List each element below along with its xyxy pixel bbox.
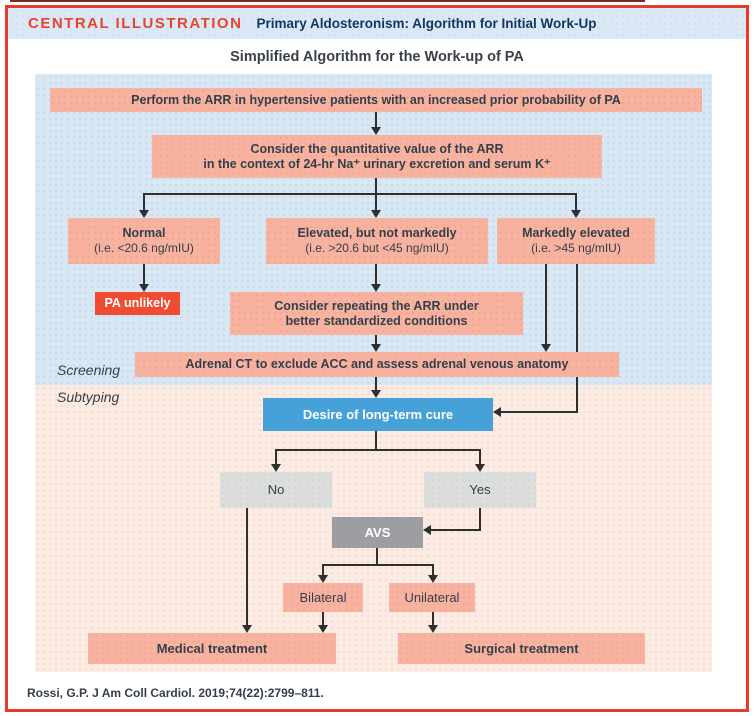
arrowhead-normal (139, 210, 149, 218)
connector-bilateral-to-medical (322, 612, 324, 625)
node-normal: Normal (i.e. <20.6 ng/mIU) (68, 218, 220, 264)
arrowhead-repeating (371, 284, 381, 292)
node-no: No (220, 472, 332, 508)
connector-no-to-medical (246, 508, 248, 625)
subtyping-section-label: Subtyping (57, 389, 120, 405)
connector-normal-to-pa-unlikely (143, 264, 145, 284)
arrowhead-yes (475, 464, 485, 472)
node-avs: AVS (332, 517, 423, 548)
node-adrenal-ct: Adrenal CT to exclude ACC and assess adr… (135, 352, 619, 377)
connector-to-unilateral (432, 565, 434, 575)
citation: Rossi, G.P. J Am Coll Cardiol. 2019;74(2… (27, 686, 324, 700)
node-surgical-treatment: Surgical treatment (398, 633, 645, 664)
connector-elevated-to-repeating (375, 264, 377, 284)
figure-title: Primary Aldosteronism: Algorithm for Ini… (256, 16, 597, 31)
node-elevated: Elevated, but not markedly (i.e. >20.6 b… (266, 218, 488, 264)
connector-yes-vertical (479, 508, 481, 531)
node-unilateral: Unilateral (389, 583, 475, 612)
arrowhead-bilateral (318, 575, 328, 583)
arrowhead-medical-center (318, 625, 328, 633)
connector-avs-stub (376, 548, 378, 566)
node-perform-arr: Perform the ARR in hypertensive patients… (50, 88, 702, 112)
node-consider-repeating: Consider repeating the ARR under better … (230, 292, 523, 335)
connector-markedly-bypass-horizontal (500, 411, 577, 413)
consider-value-arr: ARR (476, 141, 504, 156)
arrowhead-desire-right (493, 407, 501, 417)
connector-to-normal (143, 194, 145, 210)
arrowhead-adrenal-right (541, 344, 551, 352)
elevated-detail: (i.e. >20.6 but <45 ng/mIU) (305, 241, 449, 256)
arrowhead-consider (371, 127, 381, 135)
connector-unilateral-to-surgical (432, 612, 434, 625)
arrowhead-elevated (371, 210, 381, 218)
node-bilateral: Bilateral (283, 583, 363, 612)
connector-laterality-rail (322, 564, 434, 566)
consider-value-line2: in the context of 24-hr Na⁺ urinary excr… (203, 156, 551, 171)
connector-to-markedly (575, 194, 577, 210)
arrowhead-desire-top (371, 390, 381, 398)
connector-to-yes (479, 450, 481, 464)
node-markedly-elevated: Markedly elevated (i.e. >45 ng/mIU) (497, 218, 655, 264)
connector-perform-to-consider (375, 112, 377, 127)
elevated-title: Elevated, but not markedly (297, 226, 457, 241)
markedly-title: Markedly elevated (522, 226, 630, 241)
consider-value-line1-text: Consider the quantitative value of the (250, 141, 477, 156)
connector-markedly-bypass-vertical (576, 264, 578, 413)
figure-header-bar: CENTRAL ILLUSTRATION Primary Aldosteroni… (8, 8, 746, 39)
arrowhead-markedly (571, 210, 581, 218)
connector-consider-stub (375, 178, 377, 196)
connector-markedly-to-adrenal (545, 264, 547, 344)
diagram-title: Simplified Algorithm for the Work-up of … (230, 49, 524, 65)
connector-to-bilateral (322, 565, 324, 575)
consider-value-line1: Consider the quantitative value of the A… (250, 142, 503, 157)
arrowhead-medical-left (242, 625, 252, 633)
normal-title: Normal (122, 226, 166, 241)
node-yes: Yes (424, 472, 536, 508)
connector-branch-rail (143, 193, 577, 195)
connector-no-yes-rail (275, 449, 481, 451)
connector-repeating-to-adrenal (375, 335, 377, 344)
central-illustration-kicker: CENTRAL ILLUSTRATION (28, 15, 243, 32)
connector-yes-horizontal (431, 529, 480, 531)
node-consider-value: Consider the quantitative value of the A… (152, 135, 602, 178)
connector-desire-stub (375, 431, 377, 451)
markedly-detail: (i.e. >45 ng/mIU) (531, 241, 621, 256)
arrowhead-surgical (428, 625, 438, 633)
normal-detail: (i.e. <20.6 ng/mIU) (94, 241, 194, 256)
arrowhead-unilateral (428, 575, 438, 583)
node-pa-unlikely: PA unlikely (95, 292, 180, 315)
arrowhead-avs (423, 525, 431, 535)
screening-section-label: Screening (57, 362, 121, 378)
arrowhead-pa-unlikely (139, 284, 149, 292)
arrowhead-no (271, 464, 281, 472)
top-edge-line (10, 0, 645, 2)
node-desire-cure: Desire of long-term cure (263, 398, 493, 431)
connector-to-elevated (375, 194, 377, 210)
arrowhead-adrenal-center (371, 344, 381, 352)
connector-adrenal-to-desire (375, 377, 377, 390)
node-medical-treatment: Medical treatment (88, 633, 336, 664)
connector-to-no (275, 450, 277, 464)
